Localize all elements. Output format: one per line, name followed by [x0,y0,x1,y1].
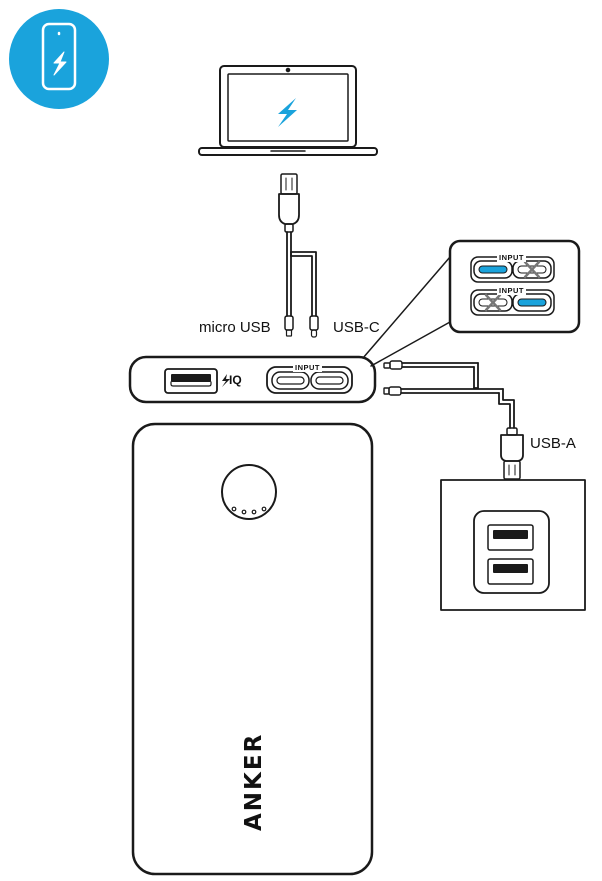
zoom-input-label-2: INPUT [497,286,526,295]
phone-charging-icon [41,22,77,91]
usb-a-plug-adapter [500,427,524,480]
micro-usb-plug [284,315,294,337]
split-cable [286,231,317,317]
lightning-bolt-icon [278,98,297,127]
usb-c-plug-right [383,360,403,370]
lightning-bolt-icon [222,374,230,387]
laptop-usb-a-plug [278,173,300,233]
laptop [198,65,378,156]
device-input-label: INPUT [293,363,322,372]
usb-a-label: USB-A [530,435,576,452]
zoom-input-label-1: INPUT [497,253,526,262]
input-row-left-active [470,256,555,283]
callout-lines [362,256,451,367]
iq-label: IQ [229,373,242,387]
charging-badge [9,9,109,109]
wall-adapter [440,479,586,611]
input-cables [383,360,515,429]
micro-usb-plug-right [383,386,402,396]
brand-logo: ANKER [241,732,267,831]
usb-a-output-port [164,368,218,394]
power-bank-body [131,422,374,876]
input-row-right-active [470,289,555,316]
usb-c-label: USB-C [333,319,380,336]
usb-c-plug [309,315,319,338]
power-bank-top-view [128,355,377,404]
power-button [221,464,277,520]
micro-usb-label: micro USB [199,319,271,336]
